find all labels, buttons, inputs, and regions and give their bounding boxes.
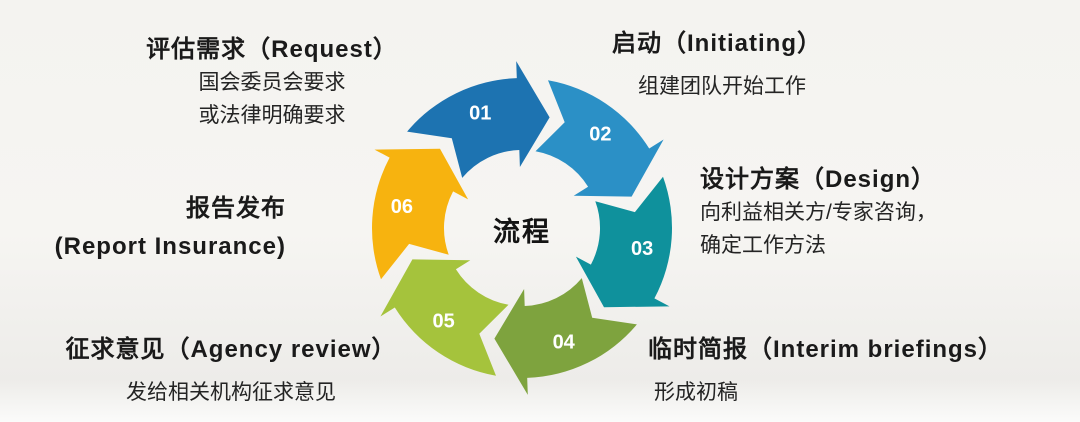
- annotation-initiating: 启动（Initiating） 组建团队开始工作: [612, 28, 822, 103]
- cycle-step-number-01: 01: [469, 102, 491, 124]
- annotation-agency-line1: 发给相关机构征求意见: [126, 381, 336, 404]
- annotation-request: 评估需求（Request） 国会委员会要求 或法律明确要求: [128, 34, 416, 132]
- cycle-step-number-04: 04: [553, 332, 576, 354]
- annotation-initiating-title: 启动（Initiating）: [612, 30, 822, 57]
- annotation-report-title2: (Report Insurance): [54, 233, 286, 260]
- cycle-step-number-03: 03: [631, 238, 653, 260]
- annotation-design-title: 设计方案（Design）: [700, 166, 937, 193]
- annotation-request-line1: 国会委员会要求: [198, 71, 346, 94]
- annotation-agency-title: 征求意见（Agency review）: [65, 336, 397, 363]
- cycle-center-label: 流程: [493, 217, 551, 247]
- annotation-interim-title: 临时简报（Interim briefings）: [648, 336, 1004, 363]
- annotation-design-line2: 确定工作方法: [700, 234, 826, 257]
- annotation-report-title: 报告发布: [186, 195, 286, 222]
- cycle-arrow-step-05: [380, 259, 509, 376]
- annotation-interim-briefings: 临时简报（Interim briefings） 形成初稿: [648, 334, 1003, 409]
- annotation-request-title: 评估需求（Request）: [146, 36, 398, 63]
- cycle-arrow-step-02: [535, 80, 664, 197]
- cycle-step-number-06: 06: [391, 196, 413, 218]
- cycle-arrow-step-06: [371, 148, 469, 280]
- annotation-request-line2: 或法律明确要求: [198, 104, 346, 127]
- annotation-agency-review: 征求意见（Agency review） 发给相关机构征求意见: [50, 334, 412, 409]
- annotation-report-release: 报告发布 (Report Insurance): [0, 190, 286, 266]
- annotation-design: 设计方案（Design） 向利益相关方/专家咨询， 确定工作方法: [700, 164, 937, 262]
- annotation-initiating-line1: 组建团队开始工作: [638, 75, 806, 98]
- cycle-arrow-step-03: [575, 176, 673, 308]
- cycle-step-number-02: 02: [589, 124, 611, 146]
- annotation-interim-line1: 形成初稿: [654, 381, 738, 404]
- cycle-arrow-step-04: [494, 278, 637, 395]
- cycle-step-number-05: 05: [432, 311, 454, 333]
- annotation-design-line1: 向利益相关方/专家咨询，: [700, 201, 937, 224]
- cycle-arrow-step-01: [407, 61, 550, 178]
